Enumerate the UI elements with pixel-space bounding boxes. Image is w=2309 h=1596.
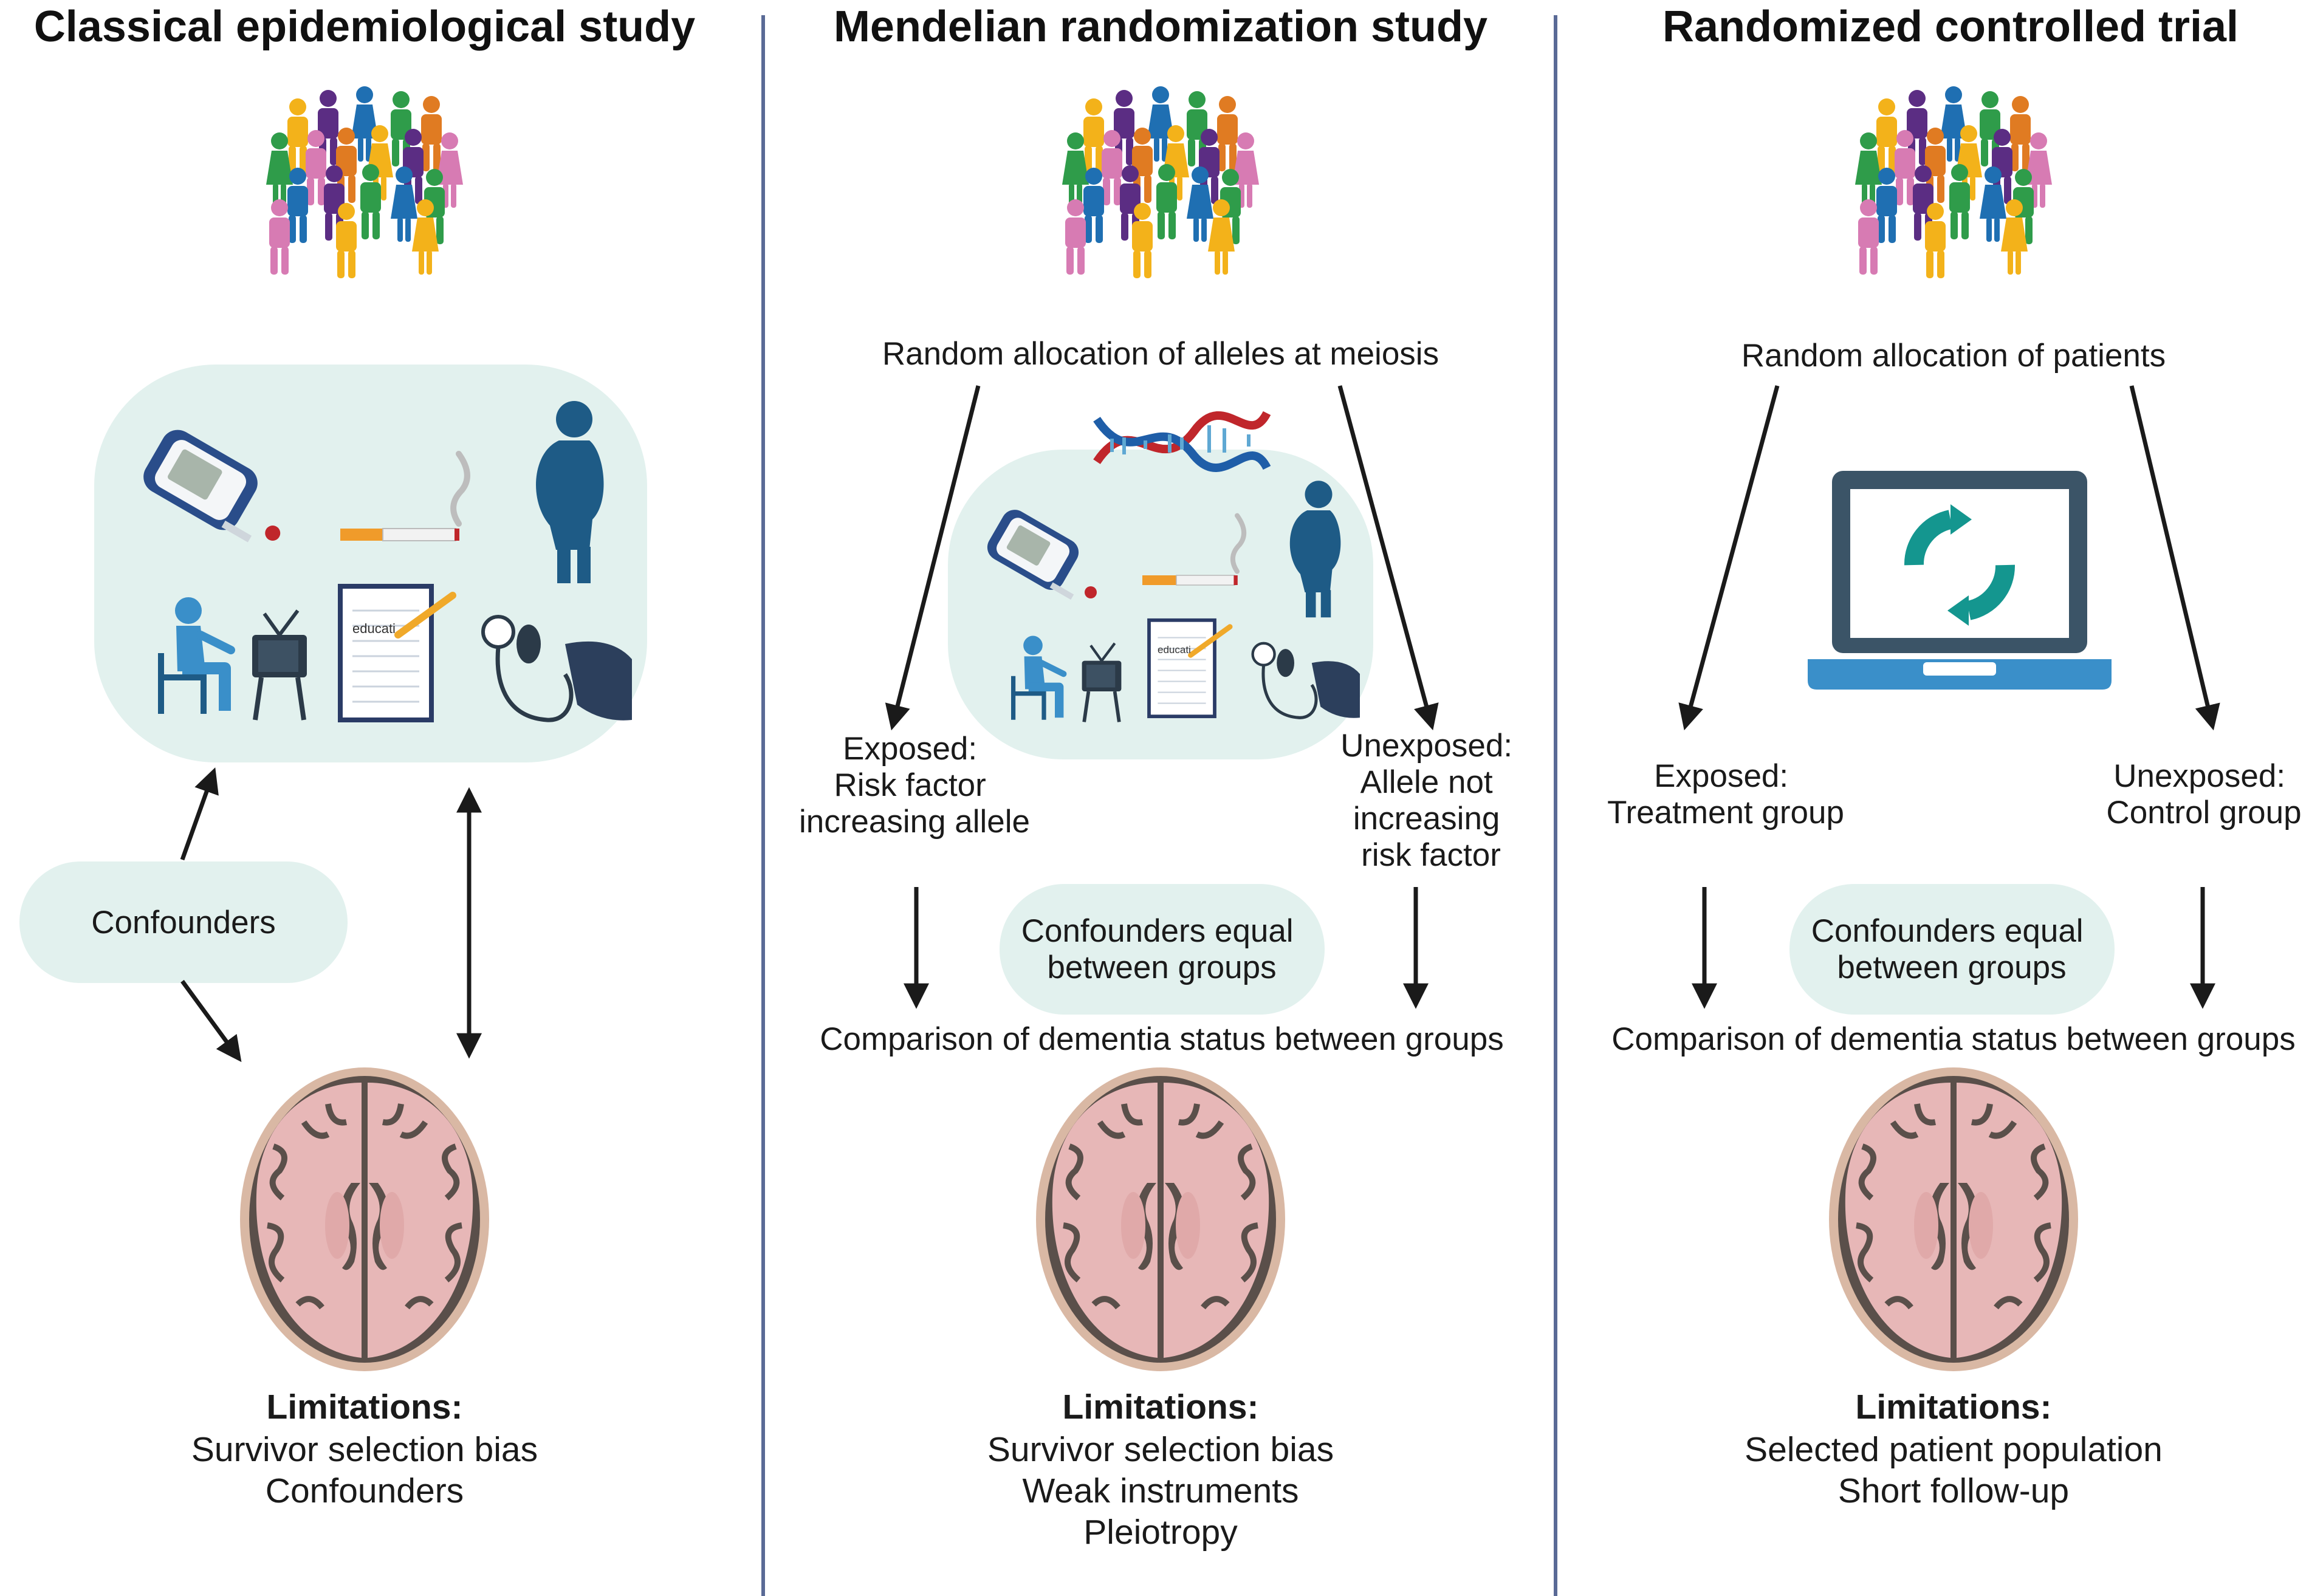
allocation-label: Random allocation of patients	[1741, 338, 2166, 374]
classical-title: Classical epidemiological study	[34, 2, 695, 51]
limitations-heading: Limitations:	[267, 1388, 463, 1426]
crowd-of-people-icon	[1855, 86, 2052, 278]
brain-axial-section-icon	[1829, 1067, 2078, 1371]
confounders-equal-label: Confounders equal between groups	[1811, 913, 2093, 985]
exposed-group-label: Exposed: Risk factor increasing allele	[799, 731, 1030, 840]
treatment-group-label: Exposed: Treatment group	[1607, 758, 1844, 831]
limitation-item: Survivor selection bias	[191, 1430, 538, 1469]
risk-factor-panel	[948, 450, 1373, 759]
mendelian-column: Mendelian randomization study Random all…	[799, 2, 1522, 1552]
arrow-to-treatment-group	[1678, 385, 1780, 731]
limitation-item: Selected patient population	[1745, 1430, 2163, 1469]
crowd-of-people-icon	[1062, 86, 1259, 278]
notebook-caption: educati	[352, 621, 396, 636]
notebook-caption: educati	[1158, 644, 1191, 656]
unexposed-group-label: Unexposed: Allele not increasing risk fa…	[1340, 728, 1522, 873]
confounders-pill	[19, 861, 348, 983]
arrow-confounders-to-outcome	[180, 979, 242, 1063]
arrow-confounders-to-exposure	[180, 767, 219, 861]
confounders-equal-pill	[1789, 884, 2115, 1015]
classical-column: Classical epidemiological study educati …	[19, 2, 695, 1510]
crowd-of-people-icon	[266, 86, 463, 278]
limitation-item: Weak instruments	[1022, 1471, 1299, 1510]
limitation-item: Survivor selection bias	[987, 1430, 1334, 1469]
limitation-item: Pleiotropy	[1083, 1513, 1238, 1552]
limitations-heading: Limitations:	[1063, 1388, 1259, 1426]
arrow-to-control-group	[2129, 385, 2220, 731]
allocation-label: Random allocation of alleles at meiosis	[882, 336, 1439, 372]
limitations-heading: Limitations:	[1856, 1388, 2052, 1426]
mendelian-title: Mendelian randomization study	[834, 2, 1487, 51]
confounders-label: Confounders	[91, 905, 275, 940]
laptop-randomization-icon	[1808, 471, 2112, 690]
brain-axial-section-icon	[240, 1067, 489, 1371]
brain-axial-section-icon	[1036, 1067, 1285, 1371]
limitation-item: Confounders	[266, 1471, 464, 1510]
limitation-item: Short follow-up	[1838, 1471, 2069, 1510]
arrow-to-exposed-group	[885, 385, 981, 731]
arrow-to-unexposed-group	[1337, 385, 1439, 731]
confounders-equal-pill	[1000, 884, 1325, 1015]
rct-title: Randomized controlled trial	[1662, 2, 2239, 51]
comparison-label: Comparison of dementia status between gr…	[820, 1021, 1503, 1057]
comparison-label: Comparison of dementia status between gr…	[1611, 1021, 2295, 1057]
control-group-label: Unexposed: Control group	[2106, 758, 2301, 831]
confounders-equal-label: Confounders equal between groups	[1021, 913, 1303, 985]
rct-column: Randomized controlled trial Random alloc…	[1607, 2, 2301, 1510]
